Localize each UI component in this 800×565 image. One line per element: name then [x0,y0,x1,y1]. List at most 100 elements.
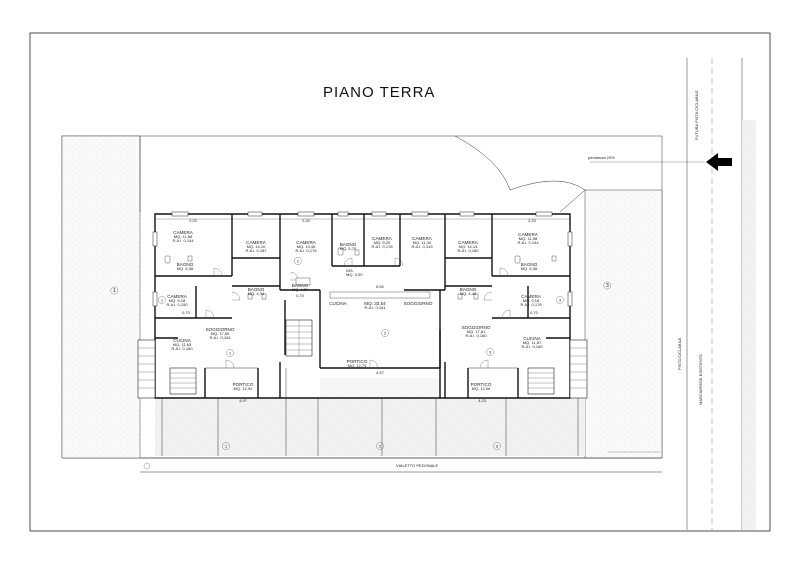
room-area: MQ. 9,18 [169,298,186,303]
room-ratio: R.A.I. 0,160 [465,333,487,338]
room-area: MQ. 9,20 [374,240,391,245]
lower-dividers [161,368,579,456]
room-name: BAGNO [248,287,265,292]
room-area: MQ. 6,36 [177,266,194,271]
room-name: SOGGIORNO [206,327,235,332]
dimension: 2,20 [189,218,198,223]
room-name: PORTICO [347,359,368,364]
room-ratio: R.A.I. 0,160 [521,344,543,349]
room-ratio: R.A.I. 0,143 [411,244,433,249]
unit-marker: 1 [225,444,228,449]
room-ratio: R.A.I. 0,176 [520,302,542,307]
room-area: MQ. 12,92 [234,386,253,391]
room-name: PORTICO [471,382,492,387]
room-ratio: R.A.I. 0,150 [166,302,188,307]
dimension: 4,57 [376,370,385,375]
bathroom-fixtures [164,247,557,300]
room-name: CAMERA [173,230,194,235]
room-name: BAGNO [292,283,309,288]
room-name: BAGNO [340,242,357,247]
unit-marker: 3 [559,298,562,303]
drawing-border [29,32,771,532]
room-ratio: R.A.I. 0,180 [457,248,479,253]
room-area: MQ. 11,57 [523,340,542,345]
room-name: BAGNO [521,262,538,267]
room-ratio: R.A.I. 0,187 [245,248,267,253]
partition-walls [155,214,570,398]
entrance-arrow-icon [706,153,732,171]
room-name: CAMERA [246,240,267,245]
room-name: MQ. 33,54 [364,301,386,306]
room-area: MQ. 4,40 [460,291,477,296]
page-title: PIANO TERRA [323,84,435,101]
room-labels: CAMERA MQ. 11,58 R.A.I. 0,144 CAMERA MQ.… [166,230,543,391]
dimension: 4,23 [478,398,487,403]
room-ratio: R.A.I. 0,176 [295,248,317,253]
unit-marker: 2 [297,259,300,264]
room-ratio: R.A.I. 0,160 [171,346,193,351]
dimension: 6,50 [376,284,385,289]
room-name: CUCINA [523,336,542,341]
doors [205,257,511,369]
unit-marker: 2 [384,331,387,336]
room-area: MQ. 4,50 [292,287,309,292]
room-area: MQ. 14,14 [459,244,478,249]
room-name: CUCINA [329,301,348,306]
dimension-labels: 4,97 4,57 4,23 6,50 2,20 2,20 2,20 0,70 … [182,218,539,403]
room-area: MQ. 14,10 [247,244,266,249]
room-ratio: R.A.I. 0,144 [517,240,539,245]
windows [152,211,573,307]
room-name: SOGGIORNO [404,301,433,306]
room-name: PORTICO [233,382,254,387]
unit-marker: 1 [229,351,232,356]
room-name: CAMERA [458,240,479,245]
room-name: CUCINA [173,338,192,343]
label-pendenza: pendenza 20% [588,155,615,160]
room-ratio: R.A.I. 0,178 [371,244,393,249]
label-vialetto: VIALETTO PEDONALE [396,463,438,468]
unit-markers: 1 1 2 2 3 3 1 2 3 [158,257,564,450]
room-area: MQ. 3,00 [346,272,363,277]
building-outline [154,213,571,399]
dimension: 0,70 [296,293,305,298]
garden-marker-3: 3 [606,283,609,289]
label-marciapiede: MARCIAPIEDE ESISTENTE [698,354,703,405]
room-area: MQ. 11,58 [174,234,193,239]
garden-right [584,189,663,459]
dimension: 4,97 [239,398,248,403]
room-area: MQ. 11,34 [413,240,432,245]
room-name: DIS. [346,268,354,273]
room-name: BAGNO [460,287,477,292]
dimension: 2,20 [302,218,311,223]
room-area: MQ. 13,46 [297,244,316,249]
room-name: CAMERA [521,294,542,299]
stair-center [285,319,313,357]
room-area: MQ. 17,81 [467,329,486,334]
label-futura-pista: FUTURA PISTA CICLABILE [694,90,699,140]
unit-marker: 3 [496,444,499,449]
room-ratio: R.A.I. 0,164 [209,335,231,340]
room-area: MQ. 9,18 [523,298,540,303]
room-area: MQ. 5,70 [340,246,357,251]
room-name: CAMERA [412,236,433,241]
room-area: MQ. 6,36 [521,266,538,271]
label-pista-ciclabile: PISTA CICLABILE [677,337,682,370]
stair-left [137,339,197,399]
room-name: CAMERA [372,236,393,241]
garden-marker-1: 1 [113,288,116,294]
unit-marker: 3 [489,350,492,355]
dimension: 0,70 [182,310,191,315]
room-area: MQ. 17,50 [211,331,230,336]
unit-marker: 2 [379,444,382,449]
room-area: MQ. 11,63 [173,342,192,347]
room-name: SOGGIORNO [462,325,491,330]
room-area: MQ. 12,06 [472,386,491,391]
room-name: CAMERA [296,240,317,245]
room-name: CAMERA [518,232,539,237]
dimension: 0,70 [530,310,539,315]
room-name: BAGNO [177,262,194,267]
dimension: 2,20 [528,218,537,223]
garden-left [61,135,141,459]
room-area: R.A.I. 0,161 [364,305,386,310]
